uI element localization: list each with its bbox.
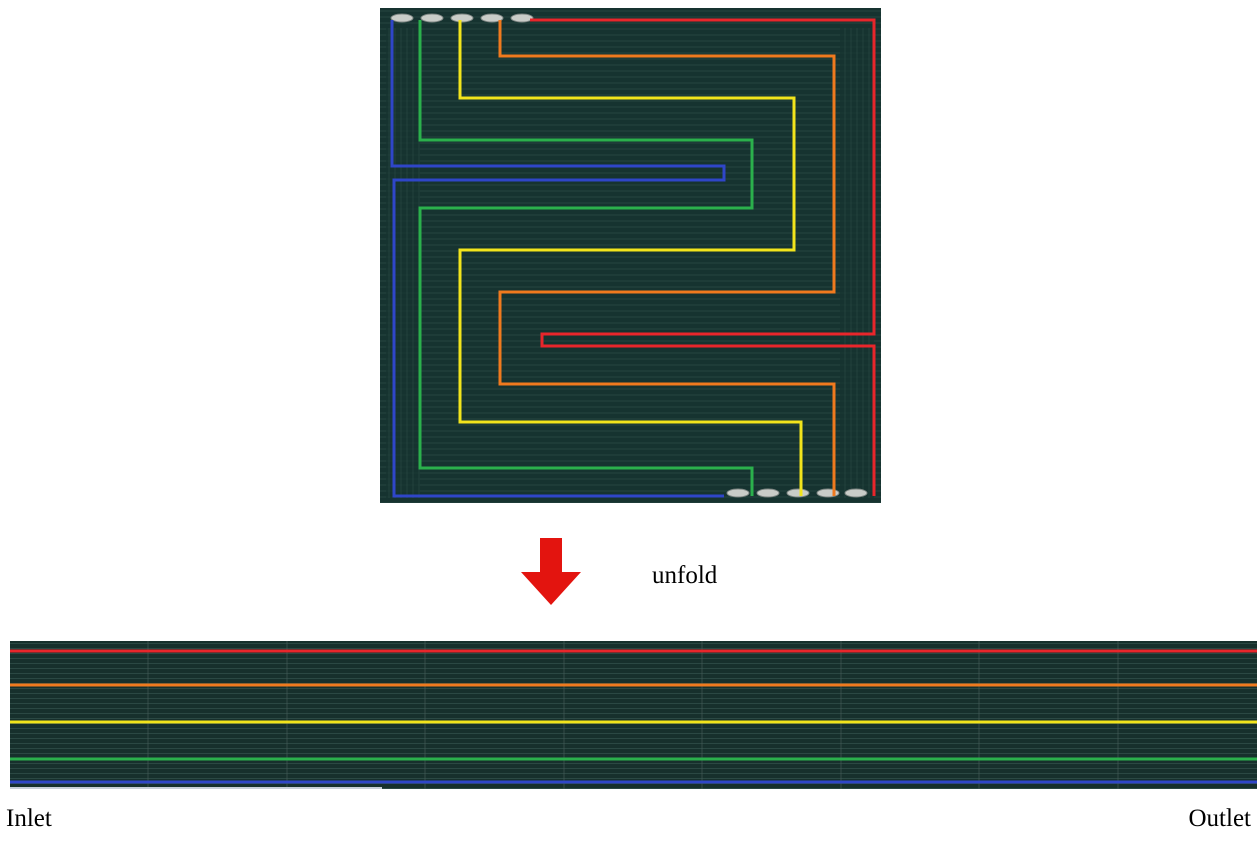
unfolded-channel-strip: [10, 641, 1257, 789]
down-arrow-icon: [520, 538, 582, 606]
chip-background: [380, 8, 881, 503]
serpentine-channel-chip: [380, 8, 881, 503]
inlet-label: Inlet: [6, 805, 52, 833]
unfold-label: unfold: [652, 562, 717, 590]
strip-background: [10, 641, 1257, 789]
outlet-label: Outlet: [1189, 805, 1252, 833]
chip-vertical-grooves-right: [840, 28, 874, 498]
